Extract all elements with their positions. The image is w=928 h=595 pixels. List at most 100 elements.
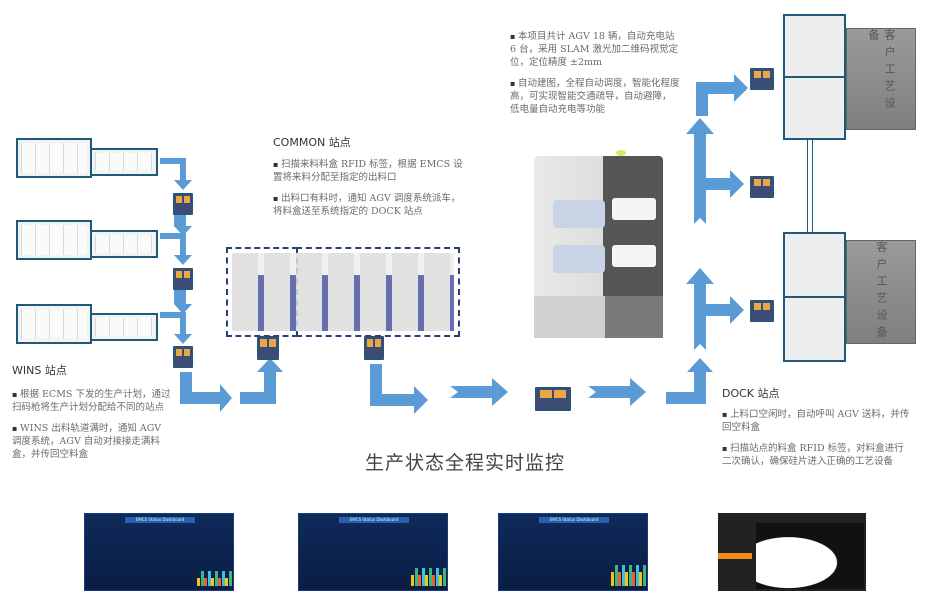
customer-equipment: 客户工艺设备 [846, 28, 916, 130]
wins-heading: WINS 站点 [12, 364, 67, 377]
wins-rail [90, 230, 158, 258]
wins-rack [16, 138, 92, 178]
common-heading: COMMON 站点 [273, 136, 351, 149]
agv-port [612, 198, 656, 220]
status-light-icon [616, 150, 626, 156]
dashboard-bar [421, 568, 425, 586]
dock-station [783, 76, 846, 140]
dashboard-bar [211, 578, 214, 586]
material-tray [173, 346, 193, 368]
wins-rail [90, 313, 158, 341]
dashboard-bar [204, 578, 207, 586]
material-tray [750, 300, 774, 322]
flow-arrow [160, 233, 192, 265]
agv-info-bullet: 自动建图，全程自动调度，智能化程度高，可实现智能交通疏导，自动避障，低电量自动充… [510, 77, 680, 116]
flow-arrow [686, 268, 744, 350]
agv-map-screenshot [718, 513, 866, 591]
material-tray [750, 176, 774, 198]
dashboard-bar [628, 565, 632, 586]
dashboard-bar [642, 565, 646, 586]
agv-info-note: 本项目共计 AGV 18 辆，自动充电站 6 台，采用 SLAM 激光加二维码视… [510, 30, 680, 124]
dashboard-bar [632, 572, 635, 586]
flow-arrow [370, 364, 428, 414]
dock-connector [807, 140, 813, 234]
dashboard-title: EMCS Status Dashboard [539, 517, 609, 523]
dashboard-bar [428, 568, 432, 586]
dashboard-title: EMCS Status Dashboard [125, 517, 195, 523]
dashboard-screenshot: EMCS Status Dashboard [84, 513, 234, 591]
dashboard-bar [435, 568, 439, 586]
wins-bullet: WINS 出料轨道满时，通知 AGV 调度系统，AGV 自动对接接走满料盒，并传… [12, 422, 172, 461]
dashboard-bar [414, 568, 418, 586]
flow-arrow [174, 212, 192, 236]
common-station-racks [232, 253, 454, 331]
agv-info-bullet: 本项目共计 AGV 18 辆，自动充电站 6 台，采用 SLAM 激光加二维码视… [510, 30, 680, 69]
flow-arrow [588, 378, 646, 406]
customer-equipment: 客户工艺设备 [846, 240, 916, 344]
dashboard-bar [225, 578, 228, 586]
flow-arrow [174, 290, 192, 314]
dock-bullets: 上料口空闲时，自动呼叫 AGV 送料，并传回空料盒 扫描站点的料盒 RFID 标… [722, 408, 912, 476]
dashboard-title: EMCS Status Dashboard [339, 517, 409, 523]
dock-station [783, 232, 846, 298]
flow-arrow [666, 358, 713, 404]
material-tray [173, 193, 193, 215]
dock-station [783, 296, 846, 362]
dashboard-bar [221, 571, 225, 586]
common-bullet: 出料口有料时，通知 AGV 调度系统派车，将料盒送至系统指定的 DOCK 站点 [273, 192, 463, 218]
dashboard-bar [197, 578, 200, 586]
dashboard-bar [432, 575, 435, 586]
dashboard-bar [621, 565, 625, 586]
dashboard-bar [200, 571, 204, 586]
agv-machine-front [603, 156, 663, 296]
dashboard-screenshot: EMCS Status Dashboard [498, 513, 648, 591]
flow-arrow [450, 378, 508, 406]
material-tray [750, 68, 774, 90]
agv-machine-base [534, 296, 663, 338]
wins-rail [90, 148, 158, 176]
agv-window [553, 245, 605, 273]
dashboard-bar [411, 575, 414, 586]
material-tray [257, 336, 279, 360]
dashboard-bar [442, 568, 446, 586]
wins-rack [16, 220, 92, 260]
agv-window [553, 200, 605, 228]
dashboard-bar [618, 572, 621, 586]
agv-port [612, 245, 656, 267]
wins-rack [16, 304, 92, 344]
common-bullets: 扫描来料料盒 RFID 标签，根据 EMCS 设置将来料分配至指定的出料口 出料… [273, 158, 463, 226]
flow-arrow [686, 118, 744, 224]
map-highlight-row [718, 553, 752, 559]
dashboard-bar [611, 572, 614, 586]
dock-bullet: 上料口空闲时，自动呼叫 AGV 送料，并传回空料盒 [722, 408, 912, 434]
flow-arrow [240, 358, 283, 404]
monitor-title: 生产状态全程实时监控 [365, 452, 566, 474]
material-tray [364, 336, 384, 360]
dock-station [783, 14, 846, 78]
material-tray [173, 268, 193, 290]
dashboard-bar [218, 578, 221, 586]
dashboard-bar [228, 571, 232, 586]
dashboard-bar [425, 575, 428, 586]
flow-arrow [696, 74, 748, 116]
dock-heading: DOCK 站点 [722, 387, 780, 400]
dock-bullet: 扫描站点的料盒 RFID 标签，对料盒进行二次确认，确保硅片进入正确的工艺设备 [722, 442, 912, 468]
dashboard-bar [625, 572, 628, 586]
dashboard-screenshot: EMCS Status Dashboard [298, 513, 448, 591]
dashboard-bar [418, 575, 421, 586]
dashboard-bar [214, 571, 218, 586]
material-tray [535, 387, 571, 411]
dashboard-bar [639, 572, 642, 586]
dashboard-bar [207, 571, 211, 586]
flow-arrow [160, 312, 192, 344]
common-bullet: 扫描来料料盒 RFID 标签，根据 EMCS 设置将来料分配至指定的出料口 [273, 158, 463, 184]
dashboard-bar [439, 575, 442, 586]
wins-bullet: 根据 ECMS 下发的生产计划，通过扫码枪将生产计划分配给不同的站点 [12, 388, 172, 414]
wins-bullets: 根据 ECMS 下发的生产计划，通过扫码枪将生产计划分配给不同的站点 WINS … [12, 388, 172, 469]
dashboard-bar [614, 565, 618, 586]
dashboard-bar [635, 565, 639, 586]
agv-map [756, 523, 864, 589]
flow-arrow [180, 372, 232, 412]
flow-arrow [160, 158, 192, 190]
